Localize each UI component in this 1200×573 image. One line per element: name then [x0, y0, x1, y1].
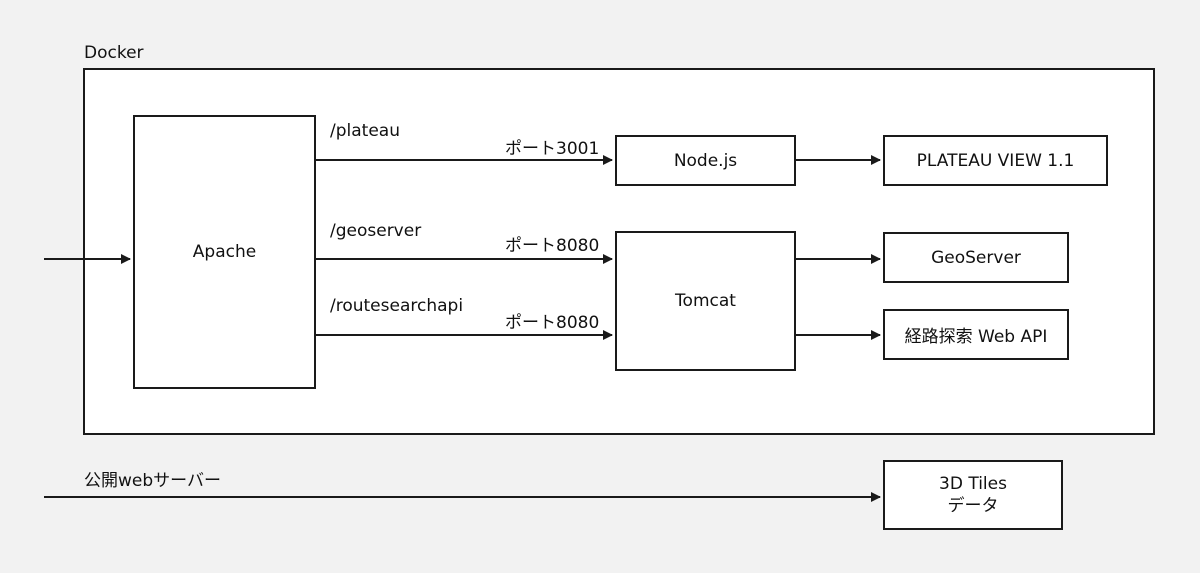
tomcat-label: Tomcat — [675, 291, 736, 311]
geoserver-box: GeoServer — [883, 232, 1069, 283]
public-web-server-label: 公開webサーバー — [84, 471, 221, 491]
nodejs-box: Node.js — [615, 135, 796, 186]
port-8080-geoserver-label: ポート8080 — [505, 236, 600, 256]
route-search-api-label: 経路探索 Web API — [904, 327, 1048, 347]
apache-box: Apache — [133, 115, 316, 389]
plateau-view-box: PLATEAU VIEW 1.1 — [883, 135, 1108, 186]
route-routesearch-label: /routesearchapi — [330, 296, 464, 316]
3d-tiles-data-label: データ — [947, 496, 999, 516]
3d-tiles-box: 3D Tiles データ — [883, 460, 1063, 530]
port-3001-label: ポート3001 — [505, 139, 600, 159]
geoserver-label: GeoServer — [931, 247, 1021, 268]
docker-label: Docker — [84, 43, 144, 63]
route-plateau-label: /plateau — [330, 121, 400, 141]
apache-label: Apache — [192, 242, 257, 262]
route-search-api-box: 経路探索 Web API — [883, 309, 1069, 360]
nodejs-label: Node.js — [673, 150, 738, 171]
route-geoserver-label: /geoserver — [330, 221, 422, 241]
tomcat-box: Tomcat — [615, 231, 796, 371]
plateau-view-label: PLATEAU VIEW 1.1 — [916, 150, 1075, 171]
3d-tiles-label: 3D Tiles — [939, 474, 1007, 494]
port-8080-routesearch-label: ポート8080 — [505, 313, 600, 333]
